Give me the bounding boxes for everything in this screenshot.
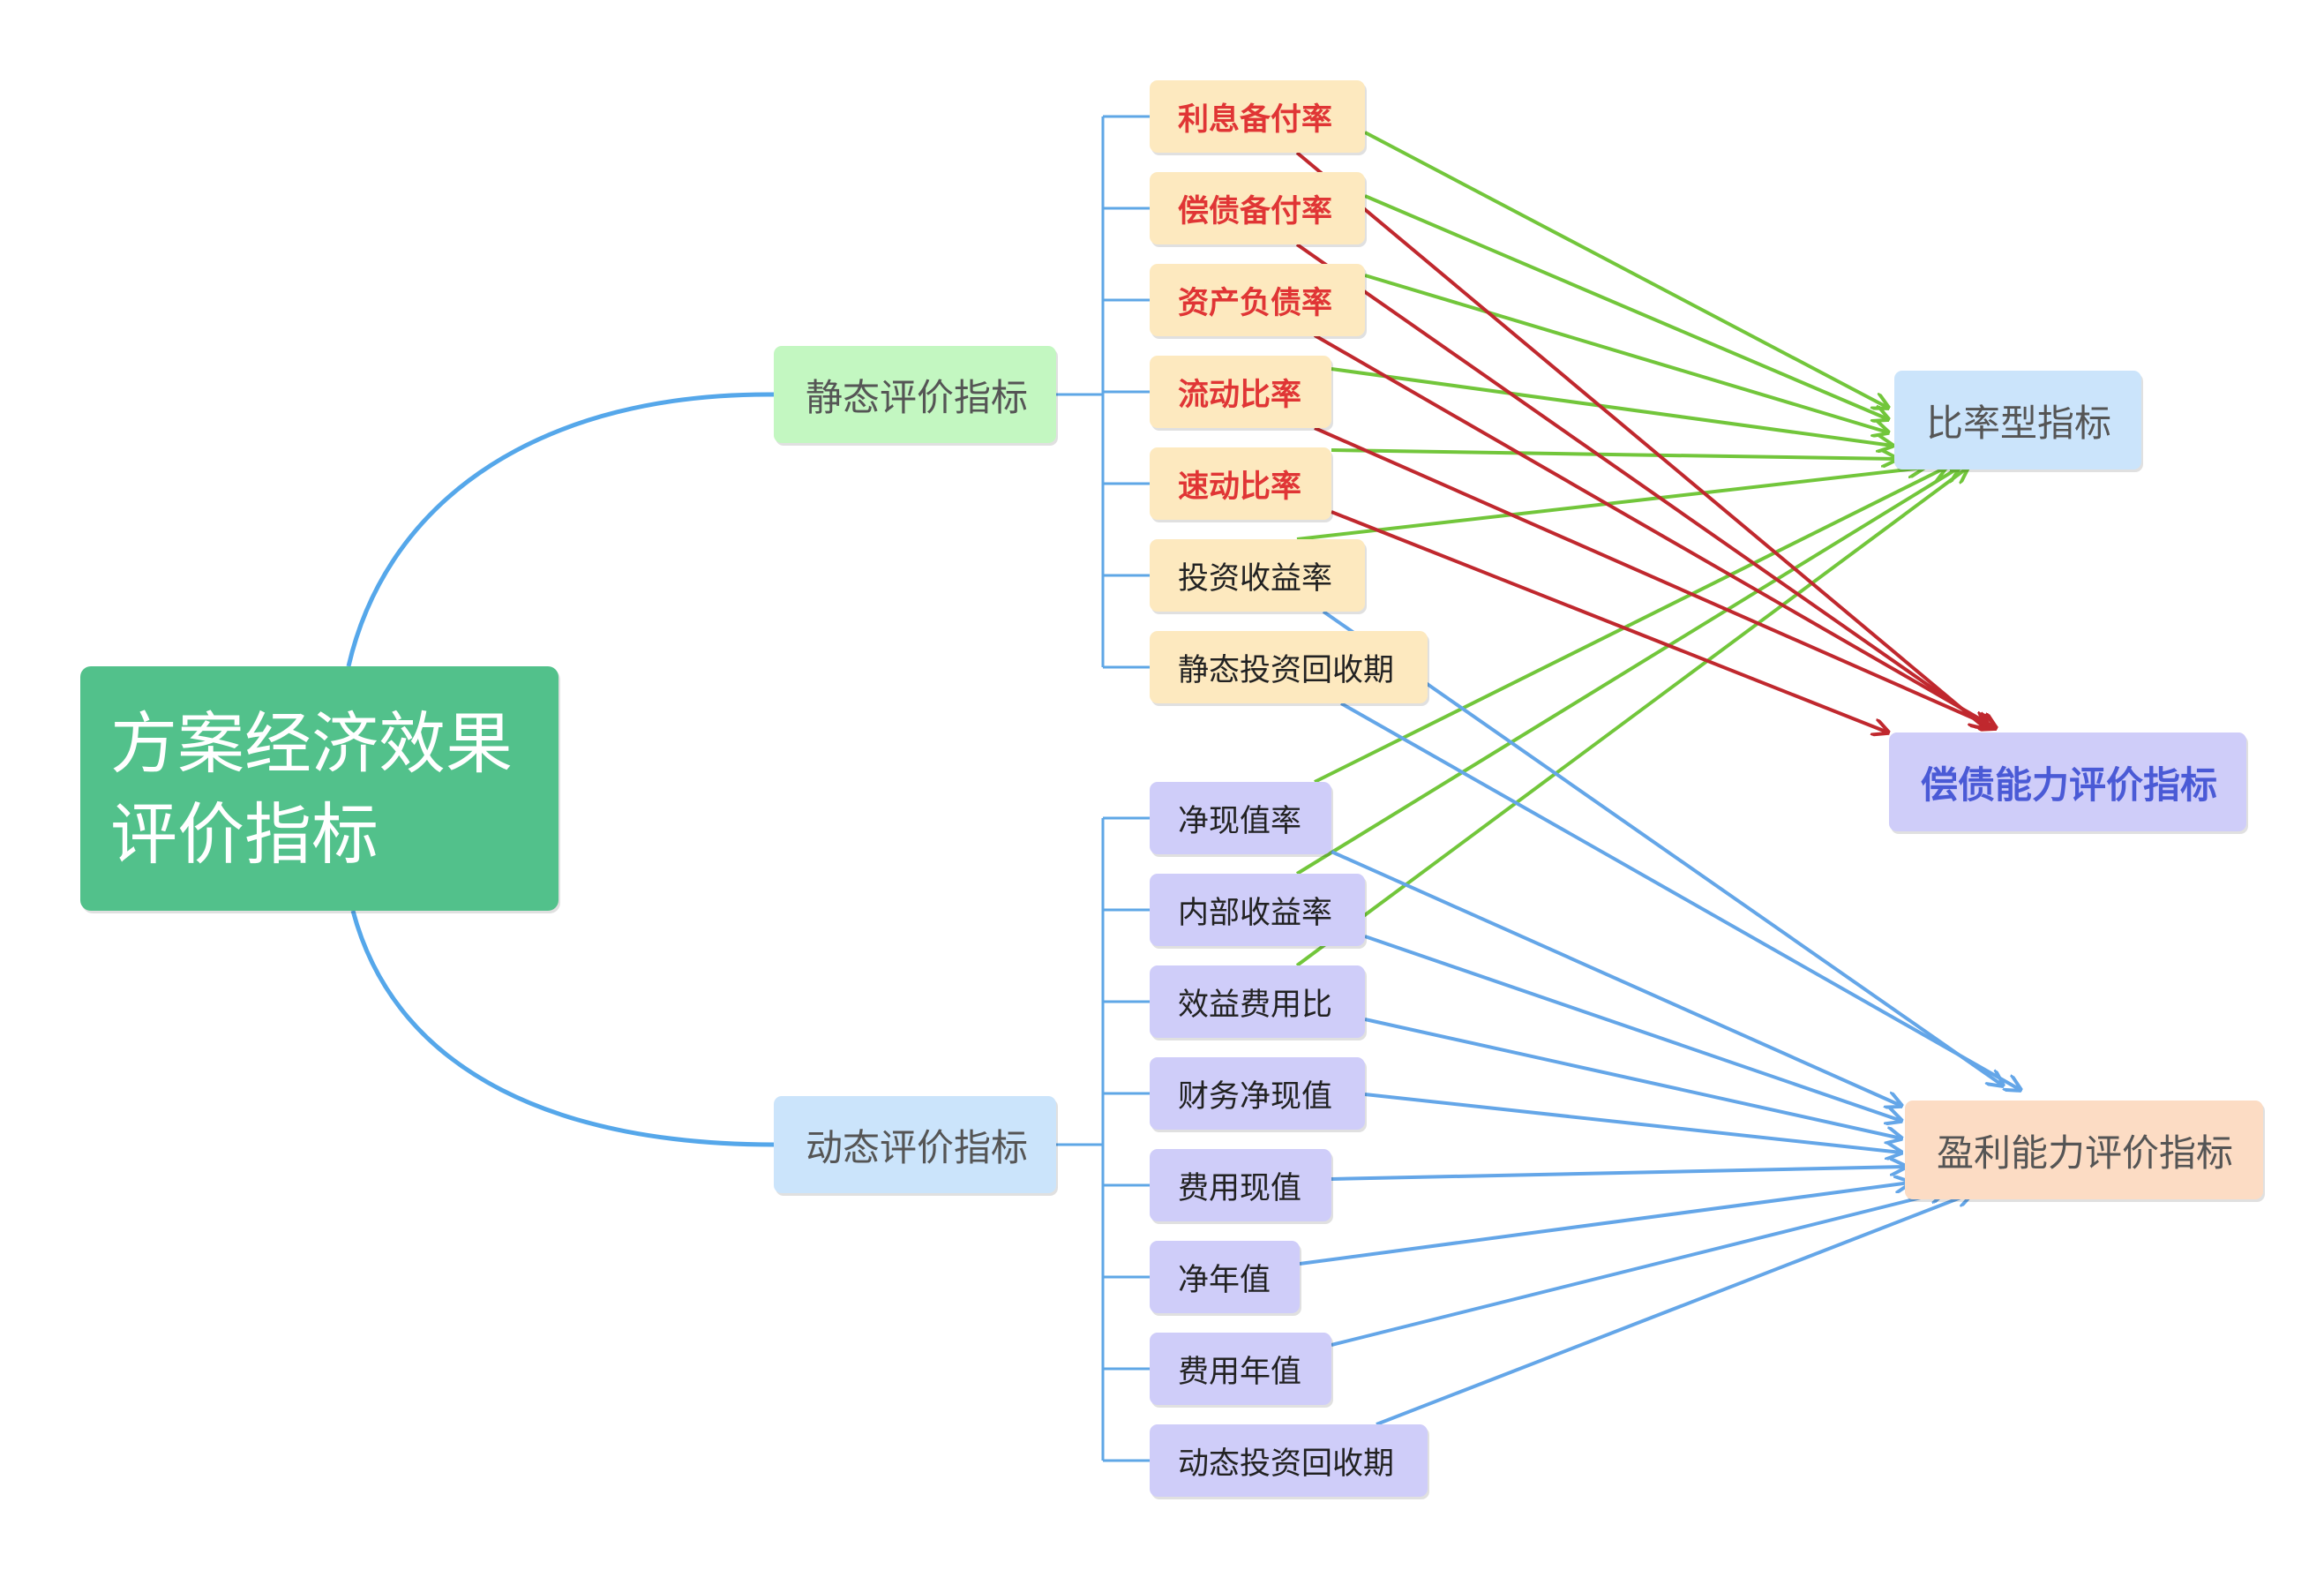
branch-static-label: 静态评价指标	[806, 375, 1029, 419]
branch-dynamic[interactable]: 动态评价指标	[774, 1096, 1056, 1193]
topic-return-on-investment[interactable]: 投资收益率	[1150, 539, 1365, 612]
profit-link-9	[1376, 1193, 1972, 1426]
branch-dynamic-label: 动态评价指标	[806, 1125, 1029, 1169]
profit-link-8	[1331, 1191, 1945, 1347]
branch-static[interactable]: 静态评价指标	[774, 346, 1056, 443]
topic-label: 动态投资回收期	[1178, 1446, 1395, 1482]
solvency-link-1	[1295, 243, 1990, 728]
target-solvency-indicators[interactable]: 偿债能力评价指标	[1889, 732, 2246, 831]
ratio-link-3	[1331, 367, 1893, 446]
topic-label: 费用现值	[1178, 1170, 1302, 1206]
ratio-link-5	[1296, 468, 1923, 541]
topic-label: 财务净现值	[1178, 1078, 1333, 1115]
root-topic[interactable]: 方案经济效果评价指标	[80, 666, 559, 911]
root-to-dynamic-connector	[350, 910, 775, 1147]
topic-annual-cost[interactable]: 费用年值	[1150, 1333, 1331, 1405]
topic-label: 静态投资回收期	[1178, 652, 1395, 688]
topic-dynamic-payback-period[interactable]: 动态投资回收期	[1150, 1424, 1428, 1497]
topic-label: 净年值	[1178, 1262, 1271, 1298]
ratio-link-4	[1331, 448, 1897, 459]
solvency-link-3	[1314, 426, 1996, 728]
solvency-link-2	[1314, 334, 1996, 728]
ratio-link-1	[1364, 194, 1888, 419]
topic-current-ratio[interactable]: 流动比率	[1150, 356, 1331, 428]
root-to-static-connector	[346, 392, 775, 667]
ratio-link-8	[1295, 468, 1968, 967]
topic-label: 内部收益率	[1178, 895, 1333, 931]
topic-debt-service-coverage-ratio[interactable]: 偿债备付率	[1150, 172, 1365, 244]
topic-label: 净现值率	[1178, 803, 1302, 839]
profit-link-3	[1364, 935, 1901, 1121]
profit-link-1	[1340, 702, 2020, 1090]
topic-net-present-value-ratio[interactable]: 净现值率	[1150, 782, 1331, 854]
profit-link-5	[1364, 1093, 1901, 1153]
profit-link-6	[1331, 1167, 1906, 1181]
profit-link-4	[1364, 1018, 1901, 1138]
topic-label: 速动比率	[1178, 469, 1302, 505]
topic-interest-coverage-ratio[interactable]: 利息备付率	[1150, 80, 1365, 153]
topic-label: 利息备付率	[1178, 101, 1333, 138]
solvency-link-0	[1295, 151, 1985, 728]
profit-link-2	[1331, 850, 1901, 1106]
topic-quick-ratio[interactable]: 速动比率	[1150, 447, 1331, 520]
ratio-link-0	[1364, 131, 1888, 408]
topic-internal-rate-of-return[interactable]: 内部收益率	[1150, 874, 1365, 946]
profit-link-0	[1322, 610, 2003, 1085]
target-profit-label: 盈利能力评价指标	[1937, 1131, 2234, 1175]
target-profitability-indicators[interactable]: 盈利能力评价指标	[1905, 1101, 2263, 1199]
solvency-link-4	[1331, 510, 1888, 732]
ratio-link-7	[1295, 468, 1959, 875]
topic-benefit-cost-ratio[interactable]: 效益费用比	[1150, 965, 1365, 1038]
topic-present-value-of-cost[interactable]: 费用现值	[1150, 1149, 1331, 1221]
topic-financial-net-present-value[interactable]: 财务净现值	[1150, 1057, 1365, 1130]
ratio-link-2	[1364, 274, 1888, 432]
target-ratio-indicators[interactable]: 比率型指标	[1894, 371, 2141, 469]
topic-asset-liability-ratio[interactable]: 资产负债率	[1150, 264, 1365, 336]
topic-label: 投资收益率	[1178, 560, 1333, 597]
target-ratio-label: 比率型指标	[1926, 401, 2112, 445]
root-topic-label: 方案经济效果评价指标	[110, 703, 513, 874]
topic-net-annual-value[interactable]: 净年值	[1150, 1241, 1300, 1313]
topic-label: 资产负债率	[1178, 285, 1333, 321]
topic-label: 效益费用比	[1178, 987, 1333, 1023]
topic-label: 偿债备付率	[1178, 193, 1333, 229]
profit-link-7	[1299, 1183, 1910, 1266]
topic-label: 流动比率	[1178, 377, 1302, 413]
topic-label: 费用年值	[1178, 1354, 1302, 1390]
topic-static-payback-period[interactable]: 静态投资回收期	[1150, 631, 1428, 703]
target-solvency-label: 偿债能力评价指标	[1921, 762, 2218, 807]
ratio-link-6	[1314, 468, 1945, 784]
